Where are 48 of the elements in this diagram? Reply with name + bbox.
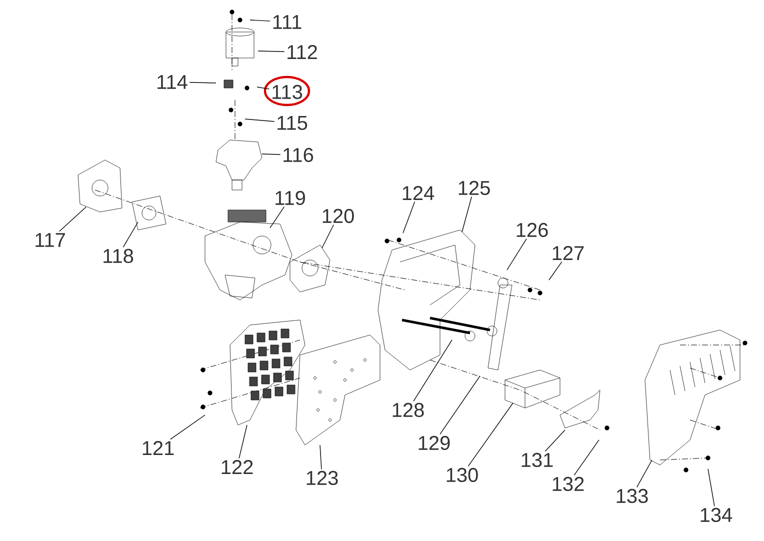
callout-number: 132 <box>552 476 584 492</box>
callout-number: 126 <box>516 222 548 238</box>
callout-number: 112 <box>288 45 317 59</box>
leader-line <box>189 82 216 84</box>
leader-line <box>708 468 715 507</box>
leader-line <box>322 224 334 248</box>
leader-line <box>250 20 270 22</box>
callout-number: 120 <box>322 208 354 224</box>
callout-number: 128 <box>392 402 424 418</box>
callout-number: 123 <box>306 470 338 486</box>
leader-line <box>59 206 86 232</box>
callout-number: 127 <box>552 246 584 260</box>
callout-number: 114 <box>158 75 188 89</box>
leader-line <box>574 440 600 476</box>
callout-number: 133 <box>616 488 648 504</box>
callout-number: 129 <box>418 436 450 450</box>
callout-number: 115 <box>278 116 308 130</box>
leader-line <box>548 261 562 280</box>
callout-number: 117 <box>36 233 65 247</box>
callout-number: 116 <box>284 148 314 162</box>
leader-line <box>440 376 480 435</box>
leader-line <box>244 118 275 122</box>
leader-line <box>170 414 206 440</box>
leader-line <box>402 201 416 234</box>
leader-line <box>262 154 281 155</box>
leader-line <box>544 430 566 452</box>
leader-line <box>320 444 322 470</box>
callout-number: 119 <box>276 190 305 206</box>
leader-line <box>238 424 248 459</box>
leader-line <box>506 238 527 270</box>
callout-number: 121 <box>142 441 174 455</box>
callout-number: 131 <box>522 452 553 468</box>
leader-line <box>413 340 452 402</box>
leader-line <box>636 460 652 488</box>
callout-number: 113 <box>272 84 302 100</box>
callout-number: 124 <box>402 186 434 200</box>
callout-number: 122 <box>222 460 253 474</box>
callout-number: 118 <box>104 248 134 264</box>
callout-number: 125 <box>458 180 490 196</box>
callout-number: 130 <box>446 468 478 482</box>
leader-line <box>258 50 285 52</box>
leader-line <box>256 86 270 90</box>
leader-line <box>462 196 472 232</box>
leader-line <box>270 206 284 228</box>
callout-number: 111 <box>273 15 302 29</box>
callout-number: 134 <box>700 508 732 522</box>
leader-line <box>468 402 514 467</box>
leader-line <box>122 222 138 248</box>
